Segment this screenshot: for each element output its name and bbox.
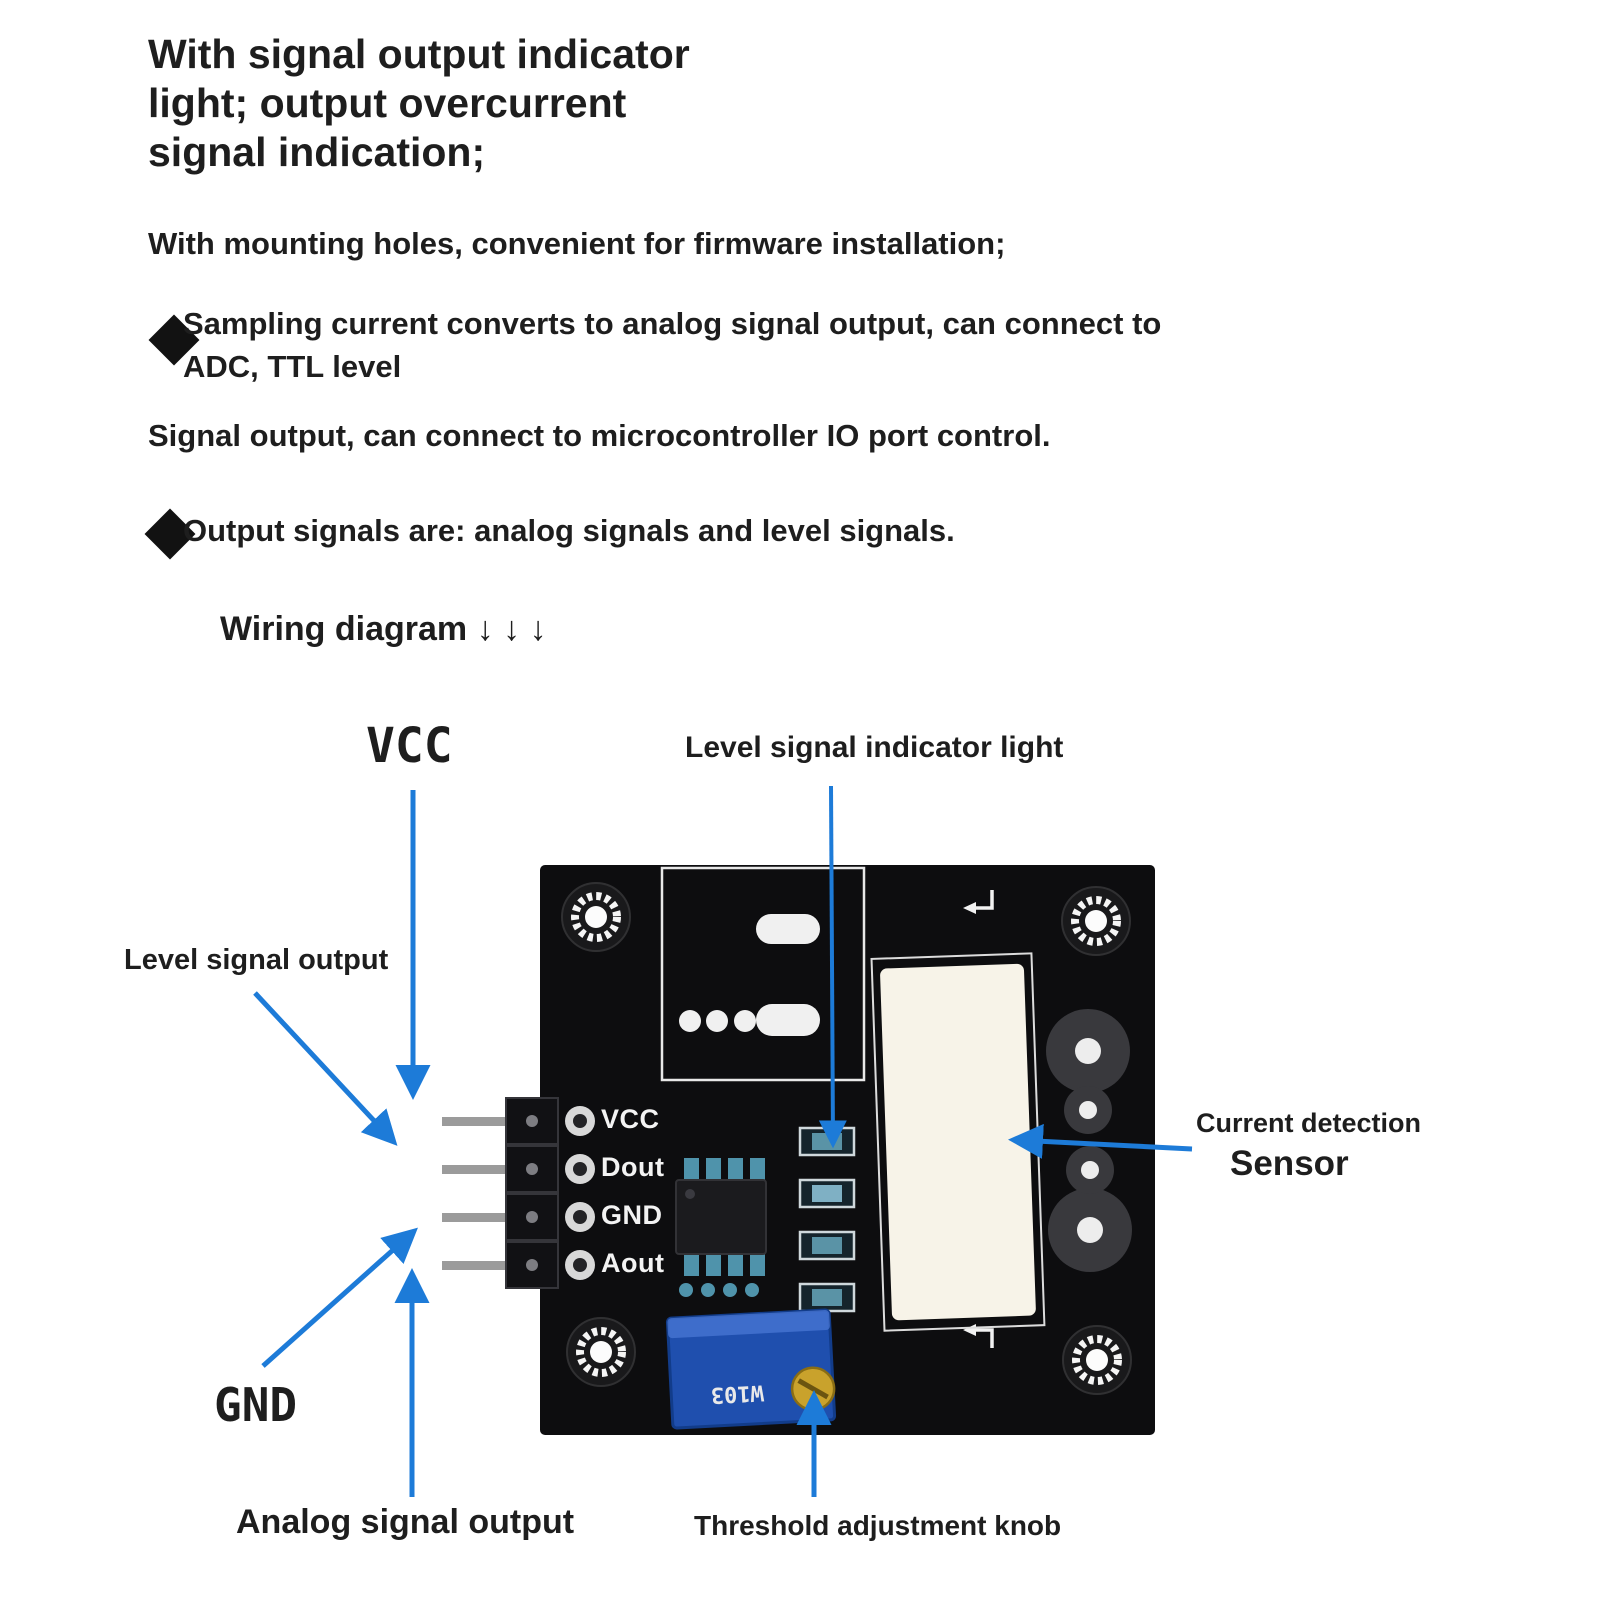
pin-gnd xyxy=(442,1213,510,1222)
indicator-led xyxy=(798,1178,856,1209)
pin-header xyxy=(442,1097,595,1289)
mounting-hole-top-left xyxy=(561,882,631,952)
smd-resistor-1 xyxy=(798,1126,856,1157)
opamp-ic xyxy=(675,1158,767,1297)
smd-resistor-2 xyxy=(798,1230,856,1261)
wiring-diagram-heading: Wiring diagram ↓ ↓ ↓ xyxy=(220,610,547,648)
silkscreen-label-aout: Aout xyxy=(601,1248,665,1278)
silkscreen-connector-footprint xyxy=(660,866,866,1082)
pot-marking-text: W103 xyxy=(710,1379,764,1407)
current-direction-mark-top xyxy=(974,890,994,910)
threshold-potentiometer: W103 xyxy=(665,1308,837,1430)
feature-signal-output-text: Signal output, can connect to microcontr… xyxy=(148,418,1051,453)
pin-aout xyxy=(442,1261,510,1270)
pcb-board: W103 xyxy=(442,865,1155,1435)
annotation-arrows xyxy=(253,785,1193,1497)
current-direction-arrowtip-top xyxy=(963,902,976,914)
current-path-pad-top xyxy=(1046,1009,1130,1134)
current-direction-mark-bottom xyxy=(974,1328,994,1348)
mounting-hole-top-right xyxy=(1061,886,1131,956)
mounting-hole-bottom-left xyxy=(566,1317,636,1387)
current-path-pad-bottom xyxy=(1048,1146,1132,1272)
silkscreen-label-gnd: GND xyxy=(601,1200,663,1230)
label-level-indicator: Level signal indicator light xyxy=(685,731,1064,764)
mounting-hole-bottom-right xyxy=(1062,1325,1132,1395)
feature-mounting-text: With mounting holes, convenient for firm… xyxy=(148,226,1006,261)
sensor-arrow xyxy=(1008,1123,1193,1159)
label-sensor: Sensor xyxy=(1230,1144,1349,1183)
headline-text: With signal output indicator light; outp… xyxy=(148,31,690,175)
label-current-detection: Current detection xyxy=(1196,1108,1422,1138)
label-level-output: Level signal output xyxy=(124,944,389,976)
silkscreen-label-dout: Dout xyxy=(601,1152,665,1182)
silkscreen-label-vcc: VCC xyxy=(601,1104,660,1134)
feature-output-signals-text: Output signals are: analog signals and l… xyxy=(183,513,955,548)
label-analog-output: Analog signal output xyxy=(236,1503,575,1541)
label-threshold-knob: Threshold adjustment knob xyxy=(694,1510,1062,1541)
pin-vcc xyxy=(442,1117,510,1126)
level-output-arrow xyxy=(253,991,398,1146)
label-vcc: VCC xyxy=(366,718,453,774)
pin-dout xyxy=(442,1165,510,1174)
feature-sampling-text: Sampling current converts to analog sign… xyxy=(183,306,1162,384)
smd-resistor-3 xyxy=(798,1282,856,1313)
gnd-arrow xyxy=(261,1227,418,1368)
level-indicator-arrow xyxy=(818,785,847,1149)
label-gnd: GND xyxy=(214,1378,298,1432)
